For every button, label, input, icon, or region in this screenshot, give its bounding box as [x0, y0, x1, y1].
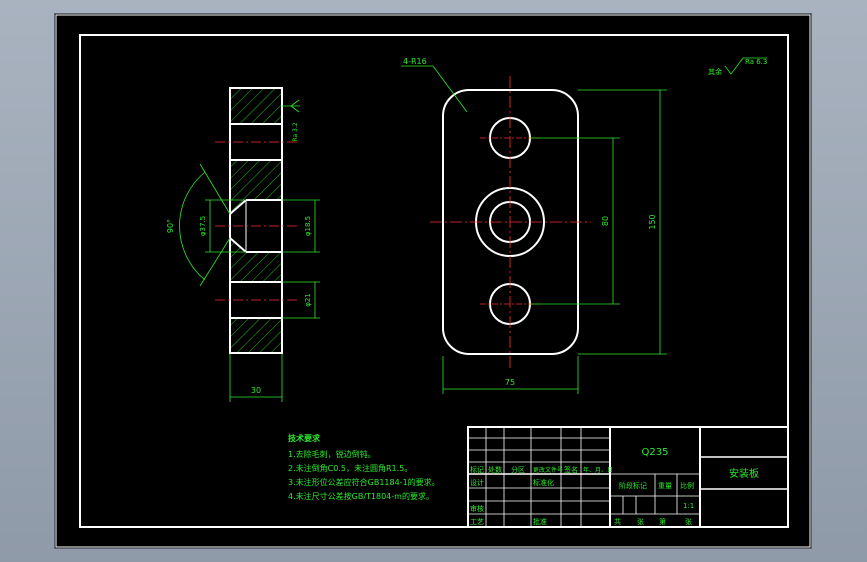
dim-angle: 90°: [166, 219, 175, 233]
tech-item: 1.去除毛刺，锐边倒钝。: [288, 449, 376, 459]
svg-text:标记: 标记: [470, 465, 484, 474]
title-block: [467, 426, 789, 528]
svg-text:阶段标记: 阶段标记: [619, 481, 647, 490]
svg-text:更改文件号: 更改文件号: [533, 466, 563, 474]
tech-requirements: 技术要求 1.去除毛刺，锐边倒钝。 2.未注倒角C0.5，未注圆角R1.5。 3…: [288, 433, 440, 501]
dim-dia-hole: φ21: [304, 293, 312, 307]
tech-title: 技术要求: [288, 433, 321, 443]
svg-text:张: 张: [637, 517, 644, 526]
tech-item: 2.未注倒角C0.5，未注圆角R1.5。: [288, 463, 412, 473]
section-view: 30 φ18.5 φ21 φ37.5 90° Ra 3.2: [166, 87, 320, 402]
svg-text:设计: 设计: [470, 478, 484, 487]
svg-text:其余: 其余: [708, 67, 722, 76]
dim-width-plate: 75: [505, 378, 515, 387]
outer-border: [55, 14, 811, 548]
tech-item: 4.未注尺寸公差按GB/T1804-m的要求。: [288, 491, 434, 501]
drawing-sheet: 30 φ18.5 φ21 φ37.5 90° Ra 3.2: [55, 14, 811, 548]
svg-text:审核: 审核: [470, 504, 484, 513]
svg-text:比例: 比例: [680, 481, 694, 490]
svg-text:共: 共: [614, 517, 621, 526]
dim-dia-bore: φ18.5: [304, 216, 312, 236]
svg-text:签名: 签名: [564, 465, 578, 474]
svg-text:年、月、日: 年、月、日: [583, 466, 613, 474]
dim-height-inner: 80: [601, 216, 610, 226]
svg-text:张: 张: [685, 517, 692, 526]
dim-width-side: 30: [251, 386, 261, 395]
svg-text:分区: 分区: [511, 465, 525, 474]
svg-text:1:1: 1:1: [683, 502, 694, 510]
dim-height-overall: 150: [648, 214, 657, 229]
svg-text:处数: 处数: [488, 465, 502, 474]
title-block-text: Q235 安装板 标记 处数 分区 更改文件号 签名 年、月、日 设计 标准化 …: [470, 447, 759, 526]
inner-frame: [79, 34, 789, 528]
svg-text:批准: 批准: [533, 517, 547, 526]
note-r16: 4-R16: [403, 57, 427, 66]
cad-canvas: 30 φ18.5 φ21 φ37.5 90° Ra 3.2: [55, 14, 811, 548]
front-view: 4-R16 75 80 150: [401, 57, 667, 394]
svg-text:重量: 重量: [658, 482, 672, 490]
material-label: Q235: [642, 447, 669, 458]
section-roughness: Ra 3.2: [292, 122, 299, 141]
general-roughness: 其余 Ra 6.3: [708, 57, 767, 76]
tech-item: 3.未注形位公差应符合GB1184-1的要求。: [288, 477, 440, 487]
svg-text:标准化: 标准化: [533, 478, 554, 487]
svg-text:工艺: 工艺: [470, 518, 484, 526]
part-name: 安装板: [729, 467, 759, 480]
svg-text:第: 第: [659, 517, 666, 526]
svg-text:Ra 6.3: Ra 6.3: [745, 58, 767, 66]
dim-dia-countersink: φ37.5: [199, 216, 207, 236]
